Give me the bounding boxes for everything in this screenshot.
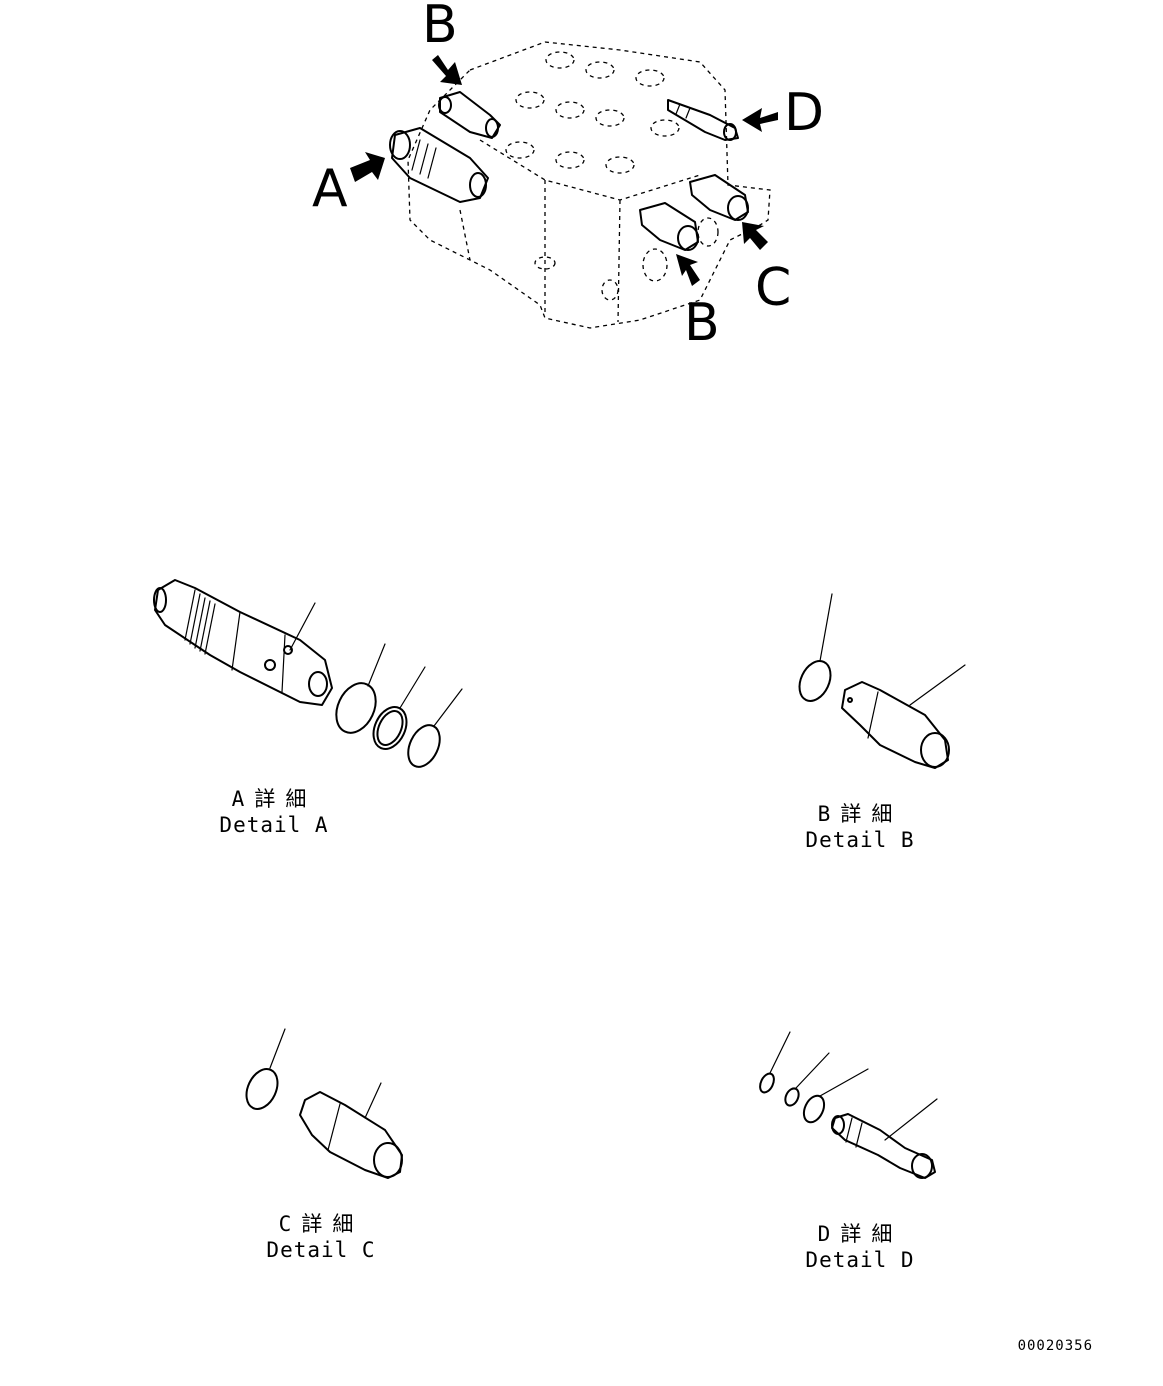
detail-a-o-ring-2 (407, 688, 463, 768)
detail-c-o-ring (245, 1028, 286, 1110)
arrow-b-bottom-icon (676, 254, 700, 286)
detail-a-relief-valve (153, 579, 333, 706)
detail-a-jp-label: A詳細 (231, 787, 317, 811)
plug-d-mounted (667, 99, 739, 141)
control-valve-body (407, 41, 771, 329)
detail-b-o-ring (798, 593, 833, 702)
plug-c-mounted (689, 174, 749, 221)
detail-d-o-ring-2 (784, 1052, 830, 1107)
arrow-d-icon (742, 108, 778, 132)
detail-d-plug (831, 1098, 938, 1179)
arrow-a-icon (350, 152, 385, 182)
plug-b-mounted-bottom (639, 202, 699, 251)
callout-letter-a: A (312, 159, 348, 219)
detail-d-o-ring-3 (802, 1068, 869, 1124)
detail-d-caption: D詳細 Detail D (805, 1221, 914, 1273)
detail-b-caption: B詳細 Detail B (805, 801, 914, 853)
relief-valve-mounted (389, 127, 489, 203)
detail-a-o-ring-1 (335, 643, 386, 734)
detail-c-caption: C詳細 Detail C (266, 1211, 375, 1263)
detail-d-o-ring-1 (759, 1031, 791, 1094)
plug-b-mounted-top (438, 91, 501, 139)
detail-c-plug (299, 1082, 403, 1179)
detail-a-backup-ring (372, 666, 426, 750)
detail-b-plug (841, 664, 966, 769)
callout-letter-b-top: B (422, 0, 458, 55)
detail-c-jp-label: C詳細 (278, 1212, 364, 1236)
arrow-b-top-icon (432, 55, 462, 85)
callout-letter-d: D (784, 83, 824, 143)
detail-a-caption: A詳細 Detail A (219, 786, 328, 838)
detail-b-jp-label: B詳細 (817, 802, 903, 826)
callout-letter-b-bottom: B (684, 293, 720, 353)
detail-c-en-label: Detail C (266, 1238, 376, 1262)
detail-b-en-label: Detail B (805, 828, 915, 852)
detail-d-jp-label: D詳細 (817, 1222, 903, 1246)
callout-letter-c: C (755, 258, 791, 318)
arrow-c-icon (742, 222, 768, 250)
figure-number: 00020356 (1017, 1338, 1093, 1354)
detail-d-en-label: Detail D (805, 1248, 915, 1272)
detail-a-en-label: Detail A (219, 813, 329, 837)
